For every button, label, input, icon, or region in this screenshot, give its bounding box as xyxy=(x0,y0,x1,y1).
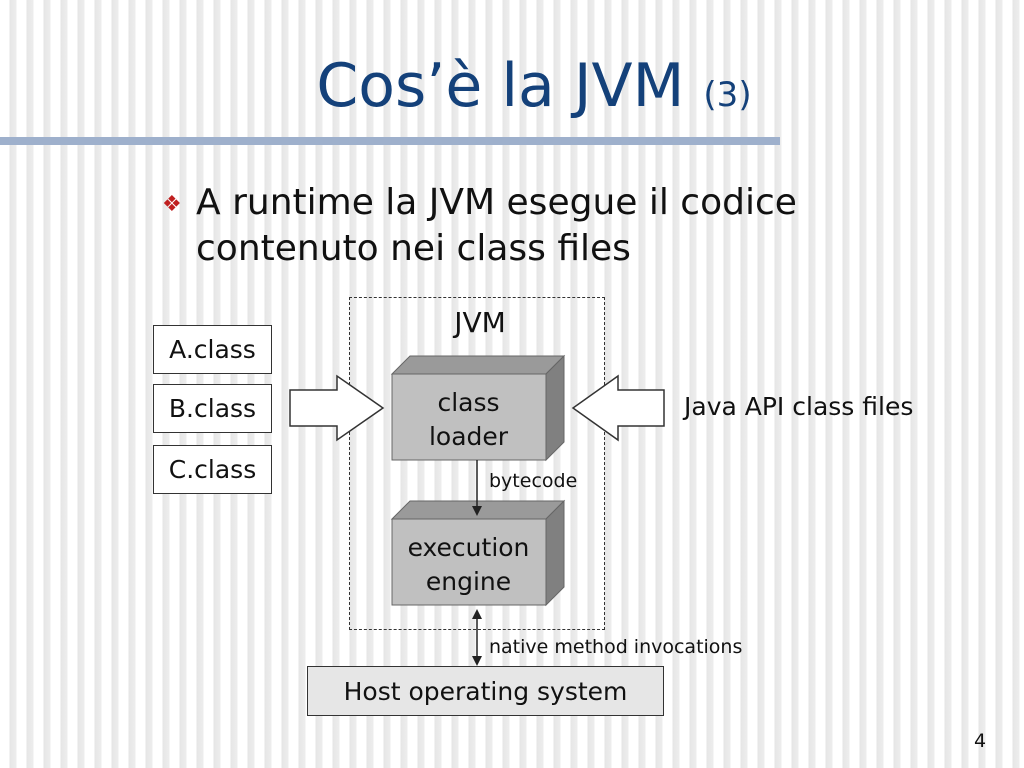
right-block-arrow xyxy=(571,374,665,442)
bullet-diamond-icon: ❖ xyxy=(162,192,182,217)
class-loader-label: class loader xyxy=(392,386,545,454)
class-loader-label-line2: loader xyxy=(428,422,509,451)
java-api-label: Java API class files xyxy=(684,392,914,421)
execution-engine-box-front xyxy=(391,518,547,606)
left-block-arrow xyxy=(289,374,385,442)
execution-engine-box-top xyxy=(390,500,566,520)
class-loader-box xyxy=(390,354,566,462)
slide-title-main: Cos’è la JVM xyxy=(316,51,685,121)
jvm-label: JVM xyxy=(454,306,506,339)
title-underline xyxy=(0,137,780,145)
execution-engine-box-side xyxy=(545,499,565,607)
slide-title-suffix: (3) xyxy=(703,75,752,115)
class-loader-box-front xyxy=(391,373,547,461)
bytecode-label: bytecode xyxy=(489,470,578,492)
class-file-b: B.class xyxy=(153,384,272,433)
execution-engine-label-line1: execution xyxy=(407,533,530,562)
native-invocations-label: native method invocations xyxy=(489,636,743,658)
page-number: 4 xyxy=(974,730,987,752)
class-loader-box-top xyxy=(390,355,566,375)
host-os-box: Host operating system xyxy=(307,666,664,716)
class-loader-label-line1: class xyxy=(437,388,500,417)
class-file-a: A.class xyxy=(153,325,272,374)
execution-engine-label-line2: engine xyxy=(425,567,512,596)
class-file-c: C.class xyxy=(153,445,272,494)
bullet-text: A runtime la JVM esegue il codice conten… xyxy=(196,182,797,269)
class-loader-box-side xyxy=(545,354,565,462)
slide-title: Cos’è la JVM (3) xyxy=(0,50,1024,131)
execution-engine-label: execution engine xyxy=(392,531,545,599)
